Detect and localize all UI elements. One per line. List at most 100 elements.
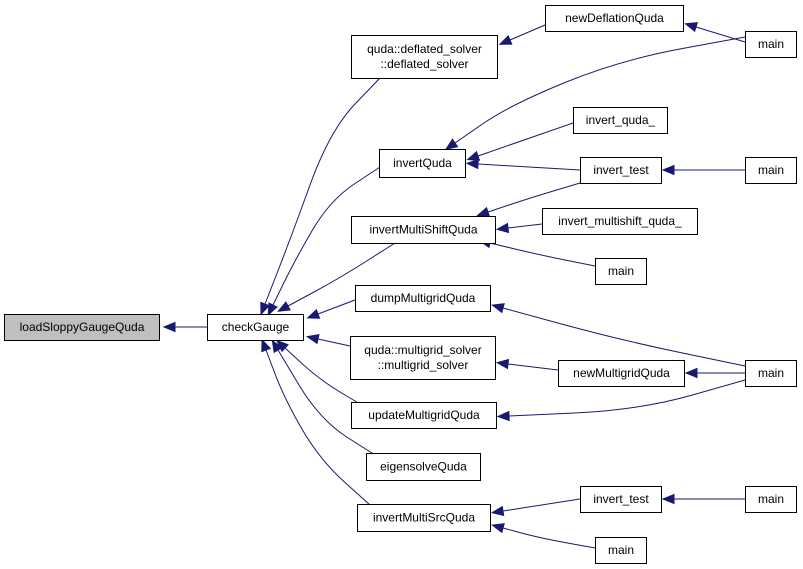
arrowhead-icon — [465, 158, 479, 170]
node-main[interactable]: main — [595, 537, 647, 564]
arrowhead-icon — [277, 301, 291, 312]
edges-layer — [162, 22, 746, 549]
node-invertmultisrcquda[interactable]: invertMultiSrcQuda — [357, 504, 491, 532]
edge-invertMultiSrcQuda-to-checkGauge — [261, 338, 371, 506]
edge-main-to-invertQuda — [444, 36, 746, 151]
node-box — [595, 537, 647, 564]
edge-invert_multishift_quda-to-invertMultiShiftQuda — [495, 222, 543, 234]
edge-line — [477, 122, 574, 157]
node-updatemultigridquda[interactable]: updateMultigridQuda — [351, 402, 497, 429]
node-label: main — [608, 543, 634, 557]
node-box — [355, 285, 491, 312]
node-loadsloppygaugequda[interactable]: loadSloppyGaugeQuda — [4, 314, 160, 341]
edge-invertQuda-to-checkGauge — [267, 166, 381, 317]
node-label: invert_multishift_quda_ — [558, 214, 682, 228]
arrowhead-icon — [476, 206, 491, 217]
node-main[interactable]: main — [595, 258, 647, 285]
node-main[interactable]: main — [745, 157, 797, 184]
node-box — [379, 149, 466, 178]
nodes-layer: loadSloppyGaugeQuda checkGauge quda::defla… — [4, 5, 797, 564]
node-box — [351, 216, 496, 244]
node-label: invertMultiShiftQuda — [369, 223, 477, 237]
node-main[interactable]: main — [745, 31, 797, 58]
edge-line — [502, 307, 746, 367]
edge-line — [489, 242, 596, 267]
node-box — [366, 453, 481, 481]
edge-line — [284, 347, 361, 405]
node-label: quda::deflated_solver — [367, 42, 482, 56]
node-box — [351, 35, 498, 79]
node-main[interactable]: main — [745, 360, 797, 387]
node-multigrid-solver[interactable]: quda::multigrid_solver::multigrid_solver — [350, 336, 496, 380]
node-label: updateMultigridQuda — [368, 408, 480, 422]
node-box — [745, 157, 797, 184]
edge-invert_test-to-invertMultiSrcQuda — [490, 498, 581, 517]
edge-main-to-invert_test — [661, 493, 745, 505]
edge-main-to-newMultigridQuda — [684, 367, 745, 379]
edge-line — [264, 77, 381, 305]
arrowhead-icon — [306, 308, 321, 319]
node-box — [542, 208, 698, 235]
node-label: main — [758, 37, 784, 51]
node-box — [558, 360, 685, 387]
edge-line — [317, 299, 356, 315]
edge-multigrid_solver-to-checkGauge — [305, 333, 351, 347]
arrowhead-icon — [491, 303, 505, 314]
arrowhead-icon — [444, 138, 459, 151]
node-invertquda[interactable]: invertQuda — [379, 149, 466, 178]
edge-line — [265, 349, 371, 506]
arrowhead-icon — [496, 410, 510, 422]
node-deflated-solver[interactable]: quda::deflated_solver::deflated_solver — [351, 35, 498, 79]
node-eigensolvequda[interactable]: eigensolveQuda — [366, 453, 481, 481]
arrowhead-icon — [305, 333, 320, 345]
node-box — [4, 314, 160, 341]
node-checkgauge[interactable]: checkGauge — [207, 314, 304, 341]
edge-updateMultigridQuda-to-checkGauge — [275, 339, 361, 405]
arrowhead-icon — [271, 339, 283, 354]
edge-main-to-invertMultiSrcQuda — [491, 523, 596, 549]
edge-line — [695, 26, 746, 43]
edge-line — [507, 363, 559, 371]
edge-line — [277, 349, 376, 456]
node-label: newMultigridQuda — [573, 366, 670, 380]
node-box — [595, 258, 647, 285]
node-invert-test[interactable]: invert_test — [580, 157, 662, 184]
edge-main-to-invertMultiShiftQuda — [478, 238, 596, 267]
edge-line — [317, 338, 351, 347]
node-dumpmultigridquda[interactable]: dumpMultigridQuda — [355, 285, 491, 312]
node-label: invertMultiSrcQuda — [373, 511, 475, 525]
edge-invertMultiShiftQuda-to-checkGauge — [277, 242, 396, 312]
edge-line — [508, 379, 746, 417]
node-box — [573, 107, 668, 134]
arrowhead-icon — [661, 493, 675, 505]
node-invert-multishift-quda[interactable]: invert_multishift_quda_ — [542, 208, 698, 235]
arrowhead-icon — [498, 34, 513, 45]
node-invert-quda[interactable]: invert_quda_ — [573, 107, 668, 134]
edge-invert_test-to-invertMultiShiftQuda — [476, 182, 581, 217]
edge-dumpMultigridQuda-to-checkGauge — [306, 299, 356, 319]
arrowhead-icon — [684, 367, 698, 379]
node-label: ::deflated_solver — [380, 57, 468, 71]
node-newdeflationquda[interactable]: newDeflationQuda — [545, 5, 684, 32]
arrowhead-icon — [661, 164, 675, 176]
node-label: loadSloppyGaugeQuda — [20, 320, 145, 334]
node-label: invert_test — [593, 163, 649, 177]
edge-main-to-invert_test — [661, 164, 745, 176]
node-main[interactable]: main — [745, 486, 797, 513]
edge-line — [509, 24, 546, 41]
node-newmultigridquda[interactable]: newMultigridQuda — [558, 360, 685, 387]
edge-line — [287, 242, 396, 307]
edge-line — [487, 182, 581, 213]
node-invertmultishiftquda[interactable]: invertMultiShiftQuda — [351, 216, 496, 244]
arrowhead-icon — [495, 358, 510, 370]
edge-checkGauge-to-loadSloppyGaugeQuda — [162, 321, 207, 333]
node-invert-test[interactable]: invert_test — [580, 486, 662, 513]
node-box — [207, 314, 304, 341]
edge-main-to-dumpMultigridQuda — [491, 303, 746, 367]
edge-eigensolveQuda-to-checkGauge — [271, 339, 376, 456]
node-box — [745, 486, 797, 513]
arrowhead-icon — [260, 301, 271, 316]
node-label: main — [758, 492, 784, 506]
node-box — [580, 486, 662, 513]
node-box — [357, 504, 491, 532]
